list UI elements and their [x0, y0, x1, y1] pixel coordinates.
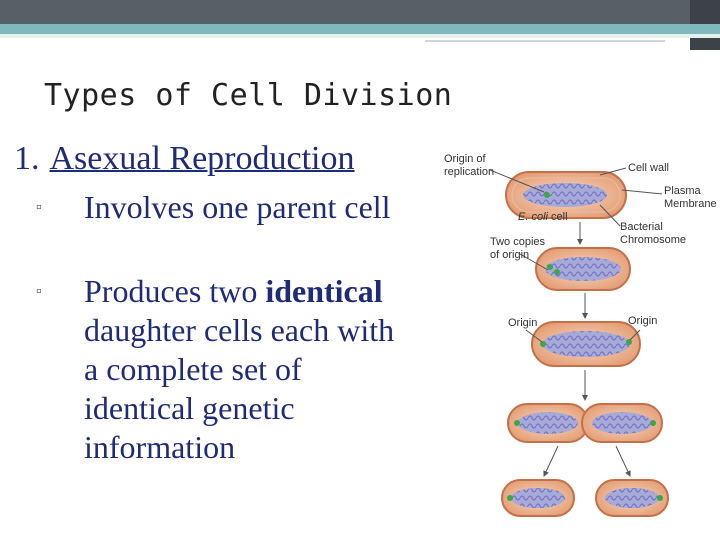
label-two-copies-1: Two copies: [490, 236, 546, 248]
label-cell-wall: Cell wall: [628, 162, 669, 174]
label-plasma-membrane-2: Membrane: [664, 198, 717, 210]
cell-stage-2: [535, 247, 631, 291]
bullet-text-bold: identical: [265, 273, 383, 309]
heading-number: 1.: [14, 140, 40, 177]
label-origin-of-replication-2: replication: [444, 166, 494, 178]
binary-fission-figure: Origin of replication Cell wall Plasma M…: [444, 153, 717, 517]
label-origin-of-replication-1: Origin of: [444, 153, 487, 165]
label-ecoli-rest: cell: [548, 211, 568, 223]
label-plasma-membrane-1: Plasma: [664, 185, 702, 197]
bullet-text: Produces two identical daughter cells ea…: [84, 272, 416, 467]
cell-stage-3: [531, 321, 641, 367]
teal-stripe: [0, 24, 720, 34]
bullet-text-post: daughter cells each with a complete set …: [84, 312, 395, 465]
label-bacterial-chromosome-2: Chromosome: [620, 234, 686, 246]
cell-stage-4-dividing: [507, 403, 663, 443]
daughter-cell-left: [501, 479, 575, 517]
thin-stripe: [425, 40, 665, 42]
bullet-square-icon: ▫: [36, 199, 42, 216]
top-bar: [0, 0, 720, 24]
heading-text: Asexual Reproduction: [49, 140, 355, 177]
light-stripe: [0, 34, 720, 38]
bullet-text: Involves one parent cell: [84, 189, 391, 225]
section-heading: 1.Asexual Reproduction: [14, 140, 355, 178]
label-bacterial-chromosome-1: Bacterial: [620, 221, 663, 233]
slide-title: Types of Cell Division: [44, 78, 453, 113]
label-ecoli-cell: E. coli cell: [518, 211, 568, 223]
bullet-square-icon: ▫: [36, 283, 42, 300]
daughter-cell-right: [595, 479, 669, 517]
label-two-copies-2: of origin: [490, 249, 529, 261]
label-ecoli-italic: E. coli: [518, 211, 549, 223]
label-origin-right: Origin: [628, 315, 657, 327]
bullet-item: ▫ Produces two identical daughter cells …: [36, 272, 416, 467]
bullet-item: ▫ Involves one parent cell: [36, 188, 416, 227]
cell-stage-1: [505, 171, 627, 219]
bullet-text-pre: Produces two: [84, 273, 266, 309]
label-origin-left: Origin: [508, 317, 537, 329]
